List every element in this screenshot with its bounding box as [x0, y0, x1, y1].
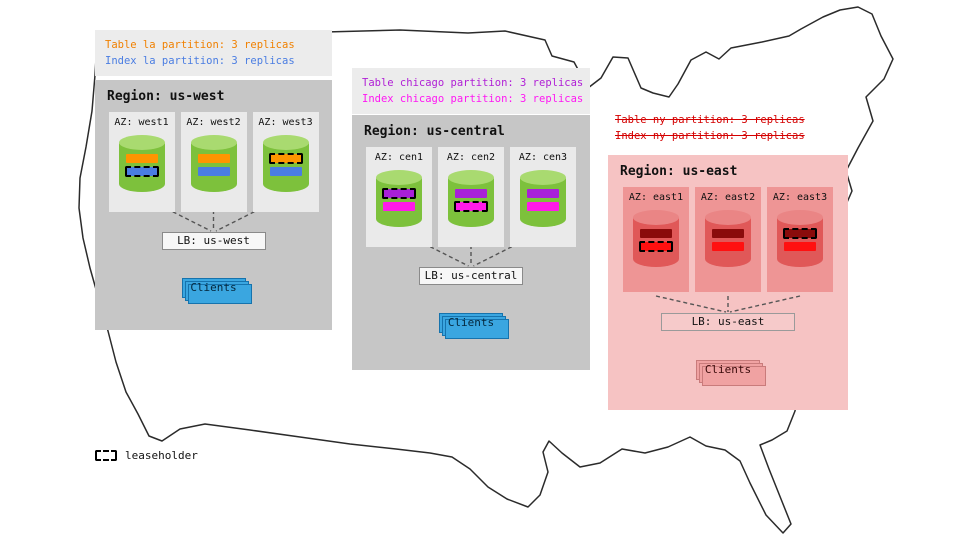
index-partition-replica — [383, 202, 415, 211]
index-partition-replica — [527, 202, 559, 211]
az-east2: AZ: east2 — [695, 187, 761, 292]
az-cen1: AZ: cen1 — [366, 147, 432, 247]
table-partition-replica — [382, 188, 416, 199]
index-partition-replica — [269, 167, 302, 176]
callout-index-chicago-partition: Index chicago partition: 3 replicas — [362, 93, 584, 105]
callout-index-ny-partition: Index ny partition: 3 replicas — [615, 130, 805, 142]
load-balancer-us-west: LB: us-west — [161, 232, 266, 250]
legend: leaseholder — [95, 449, 198, 462]
table-partition-replica — [783, 228, 817, 239]
callout-us-central: Table chicago partition: 3 replicas Inde… — [352, 68, 590, 114]
table-partition-replica — [640, 229, 672, 238]
leaseholder-swatch-icon — [95, 450, 117, 461]
legend-label: leaseholder — [125, 449, 198, 462]
az-label: AZ: west2 — [186, 117, 241, 128]
az-label: AZ: west3 — [258, 117, 313, 128]
table-partition-replica — [125, 154, 158, 163]
database-cylinder-icon — [448, 170, 494, 227]
az-cen2: AZ: cen2 — [438, 147, 504, 247]
az-label: AZ: cen1 — [374, 152, 424, 163]
az-east1: AZ: east1 — [623, 187, 689, 292]
callout-table-chicago-partition: Table chicago partition: 3 replicas — [362, 77, 584, 89]
table-partition-replica — [712, 229, 744, 238]
az-label: AZ: east1 — [628, 192, 684, 203]
database-cylinder-icon — [705, 210, 751, 267]
load-balancer-us-east: LB: us-east — [661, 313, 795, 331]
az-west2: AZ: west2 — [180, 112, 247, 212]
load-balancer-us-central: LB: us-central — [419, 267, 523, 285]
az-label: AZ: west1 — [114, 117, 169, 128]
database-cylinder-icon — [520, 170, 566, 227]
az-row: AZ: cen1 AZ: cen2 AZ: cen3 — [352, 147, 590, 247]
region-us-west: Region: us-west AZ: west1 AZ: west2 AZ: … — [95, 80, 332, 330]
az-west1: AZ: west1 — [108, 112, 175, 212]
az-label: AZ: cen3 — [518, 152, 568, 163]
index-partition-replica — [784, 242, 816, 251]
index-partition-replica — [454, 201, 488, 212]
database-cylinder-icon — [190, 135, 237, 192]
az-row: AZ: east1 AZ: east2 AZ: east3 — [608, 187, 848, 292]
database-cylinder-icon — [777, 210, 823, 267]
callout-us-west: Table la partition: 3 replicas Index la … — [95, 30, 332, 76]
az-label: AZ: east3 — [772, 192, 828, 203]
table-partition-replica — [527, 189, 559, 198]
clients-box-us-east: Clients — [696, 360, 760, 380]
database-cylinder-icon — [118, 135, 165, 192]
region-title-us-west: Region: us-west — [107, 89, 225, 104]
region-title-us-central: Region: us-central — [364, 124, 505, 139]
table-partition-replica — [455, 189, 487, 198]
index-partition-replica — [712, 242, 744, 251]
az-east3: AZ: east3 — [767, 187, 833, 292]
database-cylinder-icon — [633, 210, 679, 267]
database-cylinder-icon — [376, 170, 422, 227]
callout-table-ny-partition: Table ny partition: 3 replicas — [615, 114, 805, 126]
region-us-central: Region: us-central AZ: cen1 AZ: cen2 AZ:… — [352, 115, 590, 370]
callout-table-la-partition: Table la partition: 3 replicas — [105, 39, 295, 51]
index-partition-replica — [124, 166, 159, 177]
az-cen3: AZ: cen3 — [510, 147, 576, 247]
az-row: AZ: west1 AZ: west2 AZ: west3 — [95, 112, 332, 212]
database-cylinder-icon — [262, 135, 309, 192]
az-label: AZ: east2 — [700, 192, 756, 203]
index-partition-replica — [197, 167, 230, 176]
clients-box-us-central: Clients — [439, 313, 503, 333]
clients-box-us-west: Clients — [181, 278, 246, 298]
region-title-us-east: Region: us-east — [620, 164, 738, 179]
az-label: AZ: cen2 — [446, 152, 496, 163]
az-west3: AZ: west3 — [252, 112, 319, 212]
callout-us-east: Table ny partition: 3 replicas Index ny … — [615, 112, 805, 144]
index-partition-replica — [639, 241, 673, 252]
callout-index-la-partition: Index la partition: 3 replicas — [105, 55, 295, 67]
table-partition-replica — [197, 154, 230, 163]
region-us-east: Region: us-east AZ: east1 AZ: east2 AZ: … — [608, 155, 848, 410]
table-partition-replica — [268, 153, 303, 164]
